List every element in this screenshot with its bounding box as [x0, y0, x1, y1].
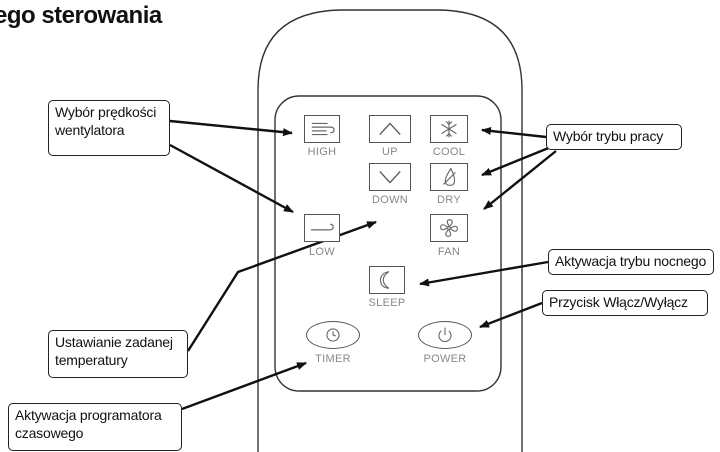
timer-button[interactable] — [306, 321, 360, 349]
clock-icon — [326, 328, 340, 342]
down-button[interactable] — [369, 163, 411, 191]
power-button[interactable] — [418, 321, 472, 349]
callout-power: Przycisk Włącz/Wyłącz — [542, 290, 708, 316]
sleep-button[interactable] — [369, 266, 405, 294]
button-panel — [274, 95, 502, 392]
sleep-label: SLEEP — [368, 297, 406, 309]
cool-label: COOL — [432, 146, 466, 158]
wind-high-icon — [311, 122, 335, 136]
power-icon — [438, 327, 452, 343]
fan-button[interactable] — [430, 214, 468, 242]
cool-button[interactable] — [430, 115, 468, 143]
callout-timer: Aktywacja programatora czasowego — [8, 403, 182, 451]
power-label: POWER — [423, 353, 467, 365]
dry-label: DRY — [437, 194, 461, 206]
snowflake-icon — [441, 120, 457, 138]
fan-label: FAN — [437, 246, 461, 258]
callout-sleep: Aktywacja trybu nocnego — [548, 249, 714, 275]
callout-mode: Wybór trybu pracy — [546, 124, 682, 150]
wind-low-icon — [310, 223, 334, 231]
up-label: UP — [382, 146, 398, 158]
callout-temperature: Ustawianie zadanej temperatury — [48, 330, 188, 378]
droplet-icon — [443, 167, 456, 186]
page-title: ego sterowania — [0, 2, 162, 29]
low-label: LOW — [309, 246, 335, 258]
up-button[interactable] — [369, 115, 411, 143]
chevron-up-icon — [379, 122, 401, 136]
moon-icon — [379, 271, 390, 289]
chevron-down-icon — [379, 170, 401, 184]
low-button[interactable] — [304, 214, 340, 242]
callout-fan-speed: Wybór prędkości wentylatora — [48, 100, 170, 156]
down-label: DOWN — [371, 194, 409, 206]
timer-label: TIMER — [315, 353, 351, 365]
dry-button[interactable] — [430, 163, 468, 191]
high-button[interactable] — [304, 115, 340, 143]
remote-body — [257, 9, 523, 452]
fan-icon — [440, 219, 458, 237]
high-label: HIGH — [307, 146, 337, 158]
